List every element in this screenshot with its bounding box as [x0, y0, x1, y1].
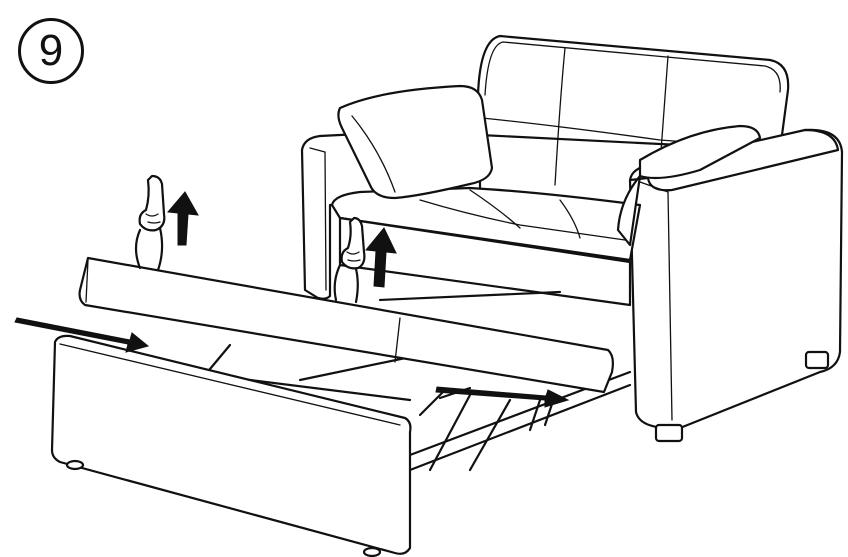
up-arrow-icon: [168, 192, 198, 245]
lift-strap-left: [136, 228, 162, 270]
lift-strap-right: [335, 265, 358, 302]
right-arrow-icon: [436, 387, 568, 407]
hand-gripping-strap-icon: [140, 176, 165, 230]
